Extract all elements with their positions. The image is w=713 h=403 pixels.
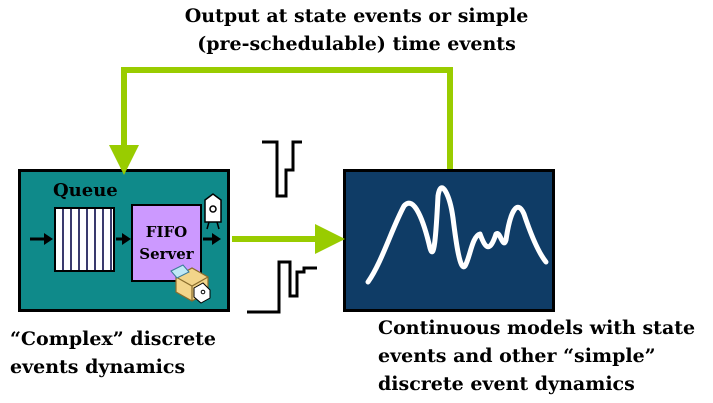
feedback-caption: Output at state events or simple (pre-sc… (0, 2, 713, 58)
feedback-arrow (109, 67, 453, 175)
pulse-signal-icon (247, 260, 317, 314)
continuous-caption-line-3: discrete event dynamics (378, 373, 635, 395)
pulse-signal-icon (262, 140, 302, 198)
continuous-signal-curve (365, 185, 549, 285)
queue-icon (54, 207, 115, 272)
server-output-arrowhead (212, 233, 221, 245)
continuous-caption-line-2: events and other “simple” (378, 345, 656, 367)
feedback-caption-line-1: Output at state events or simple (184, 5, 529, 27)
continuous-model-box (343, 169, 555, 312)
package-icon (170, 264, 211, 304)
server-label-line-2: Server (139, 245, 194, 263)
queue-label: Queue (53, 180, 118, 201)
continuous-caption-line-1: Continuous models with state (378, 317, 696, 339)
discrete-caption: “Complex” discrete events dynamics (10, 325, 216, 381)
feedback-caption-line-2: (pre-schedulable) time events (197, 33, 516, 55)
server-label-line-1: FIFO (145, 223, 188, 241)
entity-icon (204, 193, 222, 230)
continuous-caption: Continuous models with state events and … (378, 314, 695, 398)
input-arrowhead (44, 233, 53, 245)
discrete-caption-line-2: events dynamics (10, 356, 186, 378)
queue-to-server-arrowhead (122, 233, 131, 245)
discrete-caption-line-1: “Complex” discrete (10, 328, 217, 350)
